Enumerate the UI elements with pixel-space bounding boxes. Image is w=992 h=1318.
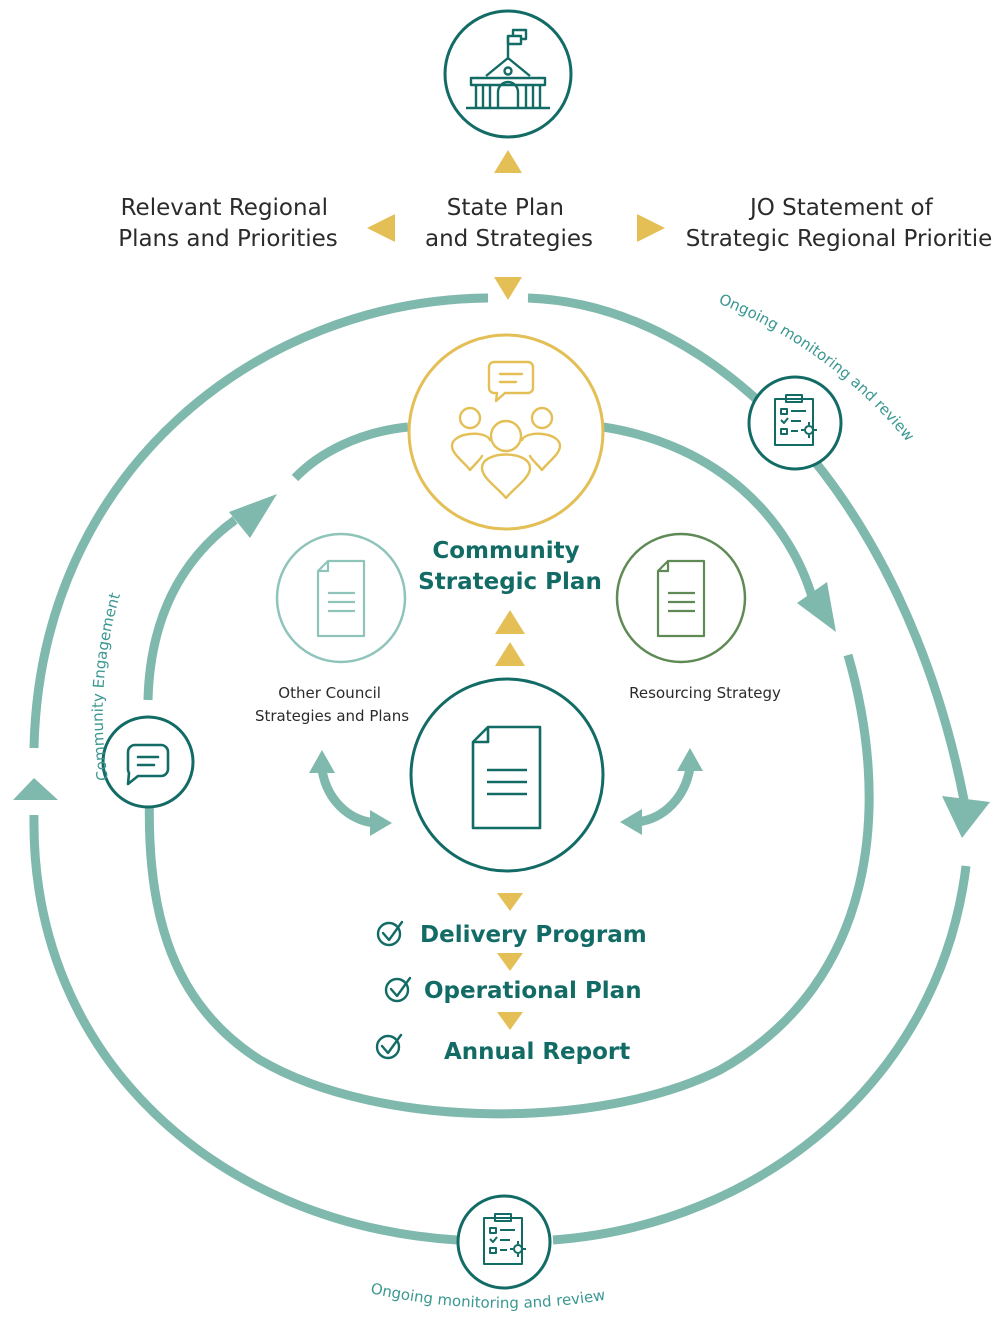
document-icon (316, 559, 366, 638)
outer-arc-left-lower (29, 814, 458, 1245)
inner-arc-right (144, 653, 874, 1119)
output-annual-report: Annual Report (375, 1033, 630, 1065)
output-delivery-program: Delivery Program (376, 920, 647, 948)
gold-arrow-up (494, 150, 522, 173)
resourcing-badge (615, 532, 747, 664)
outer-arc-top-right (527, 293, 969, 801)
engagement-badge (101, 715, 195, 809)
svg-text:Operational Plan: Operational Plan (424, 978, 642, 1004)
check-circle-icon (384, 976, 412, 1003)
left-double-arrow (309, 750, 392, 836)
gold-arrow-down (494, 277, 522, 300)
outer-ring-arrowheads (13, 778, 990, 838)
state-government-badge (443, 9, 573, 139)
monitoring-badge-bottom (456, 1194, 552, 1290)
gold-arrow-right (637, 214, 665, 242)
engagement-strategy-label: Community Engagement Strategy (0, 0, 124, 782)
document-icon (471, 725, 542, 830)
community-strategic-plan-label: Community Strategic Plan (418, 538, 602, 595)
delivery-program-badge (409, 677, 605, 873)
other-council-label: Other Council Strategies and Plans (255, 684, 409, 725)
inner-ring-arrowheads (229, 494, 836, 632)
output-gold-arrows (497, 893, 523, 1030)
output-operational-plan: Operational Plan (384, 976, 642, 1004)
inner-arc-top-right (602, 422, 818, 602)
inner-arrowhead-right (797, 582, 836, 632)
gold-arrow-left (367, 214, 395, 242)
svg-text:Delivery Program: Delivery Program (420, 922, 647, 948)
government-building-icon (466, 28, 550, 110)
monitoring-badge-top (747, 375, 843, 471)
check-circle-icon (375, 1033, 403, 1060)
inner-arc-top-left (291, 422, 409, 482)
inner-cycle-ring (143, 422, 874, 1119)
jo-statement-label: JO Statement of Strategic Regional Prior… (686, 195, 992, 252)
regional-plans-label: Relevant Regional Plans and Priorities (118, 195, 338, 252)
right-double-arrow (620, 748, 703, 835)
outer-arrowhead-left (13, 778, 58, 800)
outer-arc-top-left (29, 293, 489, 749)
state-plan-label: State Plan and Strategies (425, 195, 593, 252)
outer-arrowhead-right (942, 796, 990, 838)
outer-cycle-ring (29, 293, 971, 1245)
inner-arrowhead-left (229, 494, 277, 538)
outer-arc-right-lower (552, 865, 971, 1245)
clipboard-settings-icon (483, 1213, 526, 1265)
top-gold-arrows (367, 150, 665, 300)
center-gold-arrows (495, 610, 525, 666)
check-circle-icon (376, 920, 404, 947)
inner-arc-left-upper (143, 516, 238, 701)
svg-text:Annual Report: Annual Report (444, 1039, 630, 1065)
community-badge (407, 333, 605, 531)
clipboard-settings-icon (774, 394, 817, 446)
document-icon (656, 559, 706, 638)
other-council-badge (275, 532, 407, 664)
community-people-icon (450, 360, 562, 500)
resourcing-strategy-label: Resourcing Strategy (629, 684, 781, 702)
chat-bubble-icon (126, 743, 170, 786)
